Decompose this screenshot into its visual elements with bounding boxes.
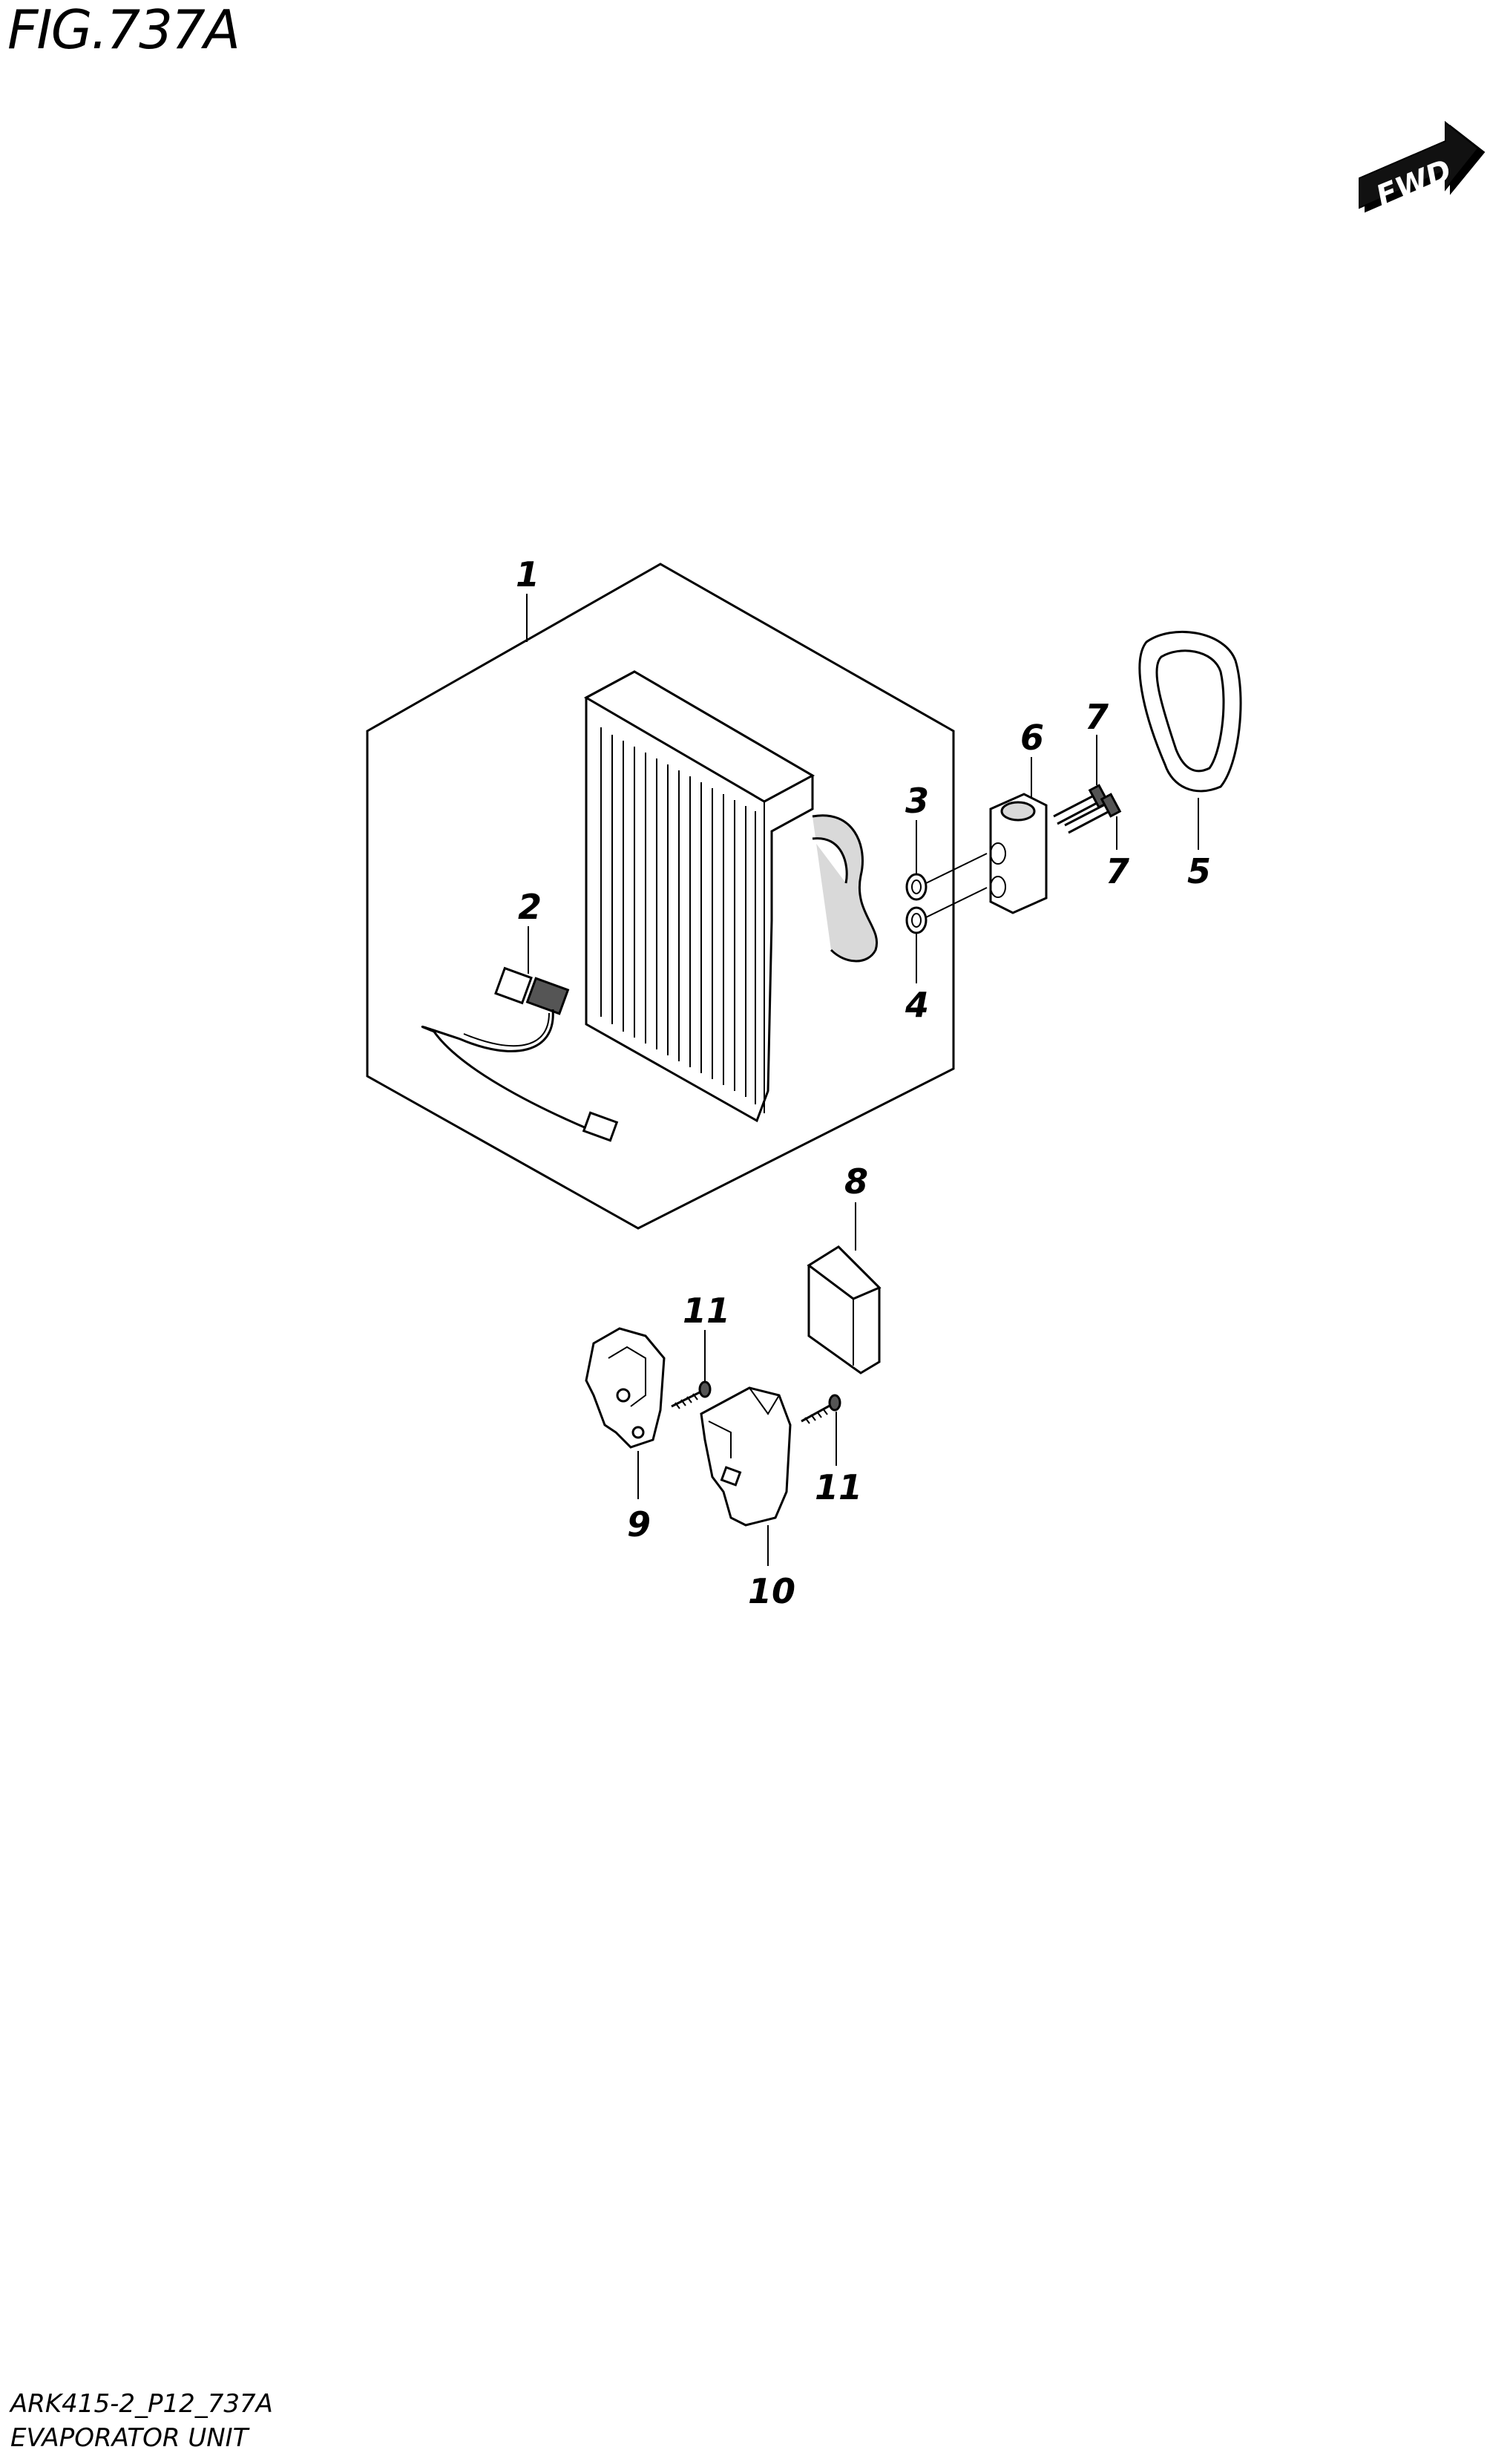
callout-10: 10 (748, 1571, 795, 1611)
evaporator-core (583, 670, 879, 1123)
bolt-7b (1064, 793, 1122, 834)
screw-11b (801, 1394, 841, 1424)
callout-8: 8 (844, 1161, 868, 1202)
callout-3: 3 (905, 781, 929, 821)
sensor-harness (421, 966, 619, 1142)
cover (700, 1386, 792, 1527)
callout-7a: 7 (1085, 697, 1109, 737)
callout-4: 4 (905, 985, 929, 1025)
bracket (585, 1327, 666, 1449)
figure-title: FIG.737A (7, 0, 240, 61)
callout-11b: 11 (815, 1467, 862, 1507)
callout-7b: 7 (1106, 851, 1129, 891)
expansion-valve (989, 793, 1048, 914)
callout-9: 9 (627, 1504, 651, 1544)
callout-11a: 11 (683, 1291, 730, 1331)
callout-1: 1 (516, 554, 539, 594)
footer-code: ARK415-2_P12_737A (10, 2389, 273, 2419)
callout-2: 2 (518, 887, 542, 927)
callout-6: 6 (1020, 718, 1044, 758)
callout-5: 5 (1187, 851, 1211, 891)
o-ring-3 (905, 873, 928, 901)
screw-11a (671, 1380, 712, 1409)
footer-name: EVAPORATOR UNIT (10, 2423, 249, 2453)
leader-lines (526, 594, 1199, 1566)
o-ring-4 (905, 906, 928, 934)
seal-ring (1138, 630, 1242, 793)
filter-block (807, 1245, 882, 1374)
assembly-outline (366, 563, 955, 1230)
fwd-arrow-icon: FWD (1359, 120, 1486, 214)
